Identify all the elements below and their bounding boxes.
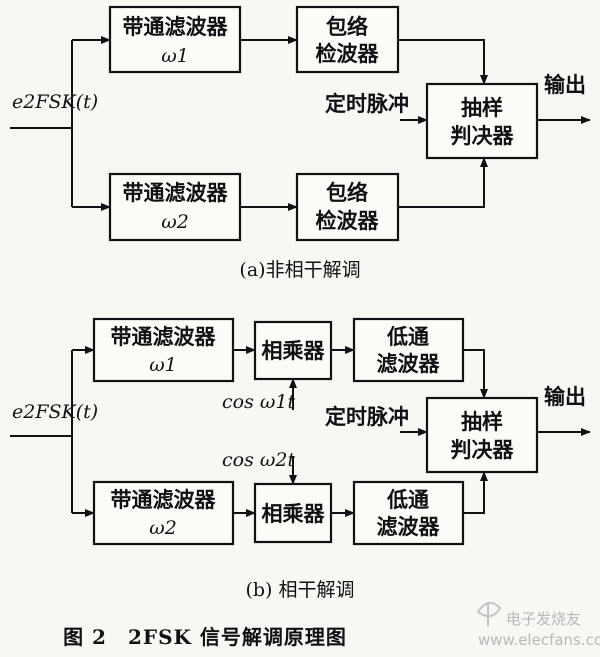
watermark-url: www.elecfans.com: [478, 631, 600, 649]
panel-b-caption: (b) 相干解调: [245, 579, 354, 601]
panel-a-env2-line1: 包络: [326, 181, 368, 205]
panel-b-lpf2-line2: 滤波器: [377, 515, 441, 539]
panel-a-bpf2-label: 带通滤波器: [123, 181, 229, 205]
panel-a-bpf2-box: 带通滤波器 ω2: [108, 172, 242, 242]
panel-a-sampler-line1: 抽样: [461, 96, 503, 120]
panel-b-multiplier-1: 相乘器: [253, 320, 333, 381]
panel-b-wire-lpf2-sampler: [463, 471, 488, 514]
panel-b-lpf2-line1: 低通: [386, 488, 429, 512]
panel-b-carrier2-label: cos ω2t: [222, 449, 295, 471]
panel-b-input-label: e2FSK(t): [12, 401, 98, 423]
panel-b-timing-label: 定时脉冲: [325, 405, 409, 429]
panel-b-mult1-label: 相乘器: [262, 339, 326, 363]
panel-a-sampler-line2: 判决器: [451, 124, 515, 148]
watermark-logo-icon: [477, 601, 502, 626]
panel-b-lowpass-filter-1: 低通 滤波器: [352, 317, 465, 383]
panel-a-bpf1-freq: ω1: [161, 45, 189, 67]
panel-a-bpf1-label: 带通滤波器: [123, 15, 229, 39]
panel-b-bpf1-box: 带通滤波器 ω1: [92, 317, 235, 383]
watermark: 电子发烧友 www.elecfans.com: [477, 601, 600, 649]
panel-a-env2-line2: 检波器: [316, 209, 380, 233]
panel-b-lpf1-line2: 滤波器: [377, 352, 441, 376]
panel-a-envelope-detector-1: 包络 检波器: [295, 5, 400, 74]
panel-a-caption: (a)非相干解调: [239, 259, 360, 281]
panel-a-env1-line2: 检波器: [316, 42, 380, 66]
panel-b-output-label: 输出: [544, 385, 586, 409]
watermark-logo-text: 电子发烧友: [506, 610, 581, 628]
figure-caption: 图 2 2FSK 信号解调原理图: [63, 625, 347, 649]
panel-b-sampler-line2: 判决器: [451, 438, 515, 462]
panel-b-sampler-decision: 抽样 判决器: [425, 396, 539, 474]
panel-b-bpf2-freq: ω2: [149, 517, 177, 539]
panel-b-wire-lpf1-sampler: [463, 349, 488, 399]
panel-b-bpf2-label: 带通滤波器: [111, 488, 217, 512]
panel-b-bpf1-label: 带通滤波器: [111, 325, 217, 349]
panel-a-output-label: 输出: [544, 73, 586, 97]
panel-b-bpf2-box: 带通滤波器 ω2: [92, 480, 235, 546]
panel-a-bpf2-freq: ω2: [161, 211, 189, 233]
panel-b-multiplier-2: 相乘器: [253, 482, 333, 544]
panel-a-noncoherent: e2FSK(t) 带通滤波器 ω1 带通滤波器 ω2 包络 检波器: [10, 5, 591, 281]
panel-b-bpf1-freq: ω1: [149, 354, 177, 376]
panel-a-env1-line1: 包络: [326, 15, 368, 39]
panel-a-timing-label: 定时脉冲: [325, 92, 409, 116]
panel-a-envelope-detector-2: 包络 检波器: [295, 172, 400, 242]
panel-a-bpf1-box: 带通滤波器 ω1: [108, 5, 242, 74]
panel-b-coherent: e2FSK(t) 带通滤波器 ω1 带通滤波器 ω2 相乘器: [10, 317, 591, 601]
panel-b-mult2-label: 相乘器: [262, 502, 326, 526]
panel-a-wire-env2-sampler: [398, 157, 488, 208]
panel-a-input-label: e2FSK(t): [12, 91, 98, 113]
panel-b-lpf1-line1: 低通: [386, 325, 429, 349]
panel-b-lowpass-filter-2: 低通 滤波器: [352, 480, 465, 546]
panel-b-carrier1-label: cos ω1t: [222, 391, 295, 413]
panel-b-sampler-line1: 抽样: [461, 410, 503, 434]
panel-a-wire-env1-sampler: [398, 39, 488, 85]
panel-a-sampler-decision: 抽样 判决器: [425, 82, 539, 160]
